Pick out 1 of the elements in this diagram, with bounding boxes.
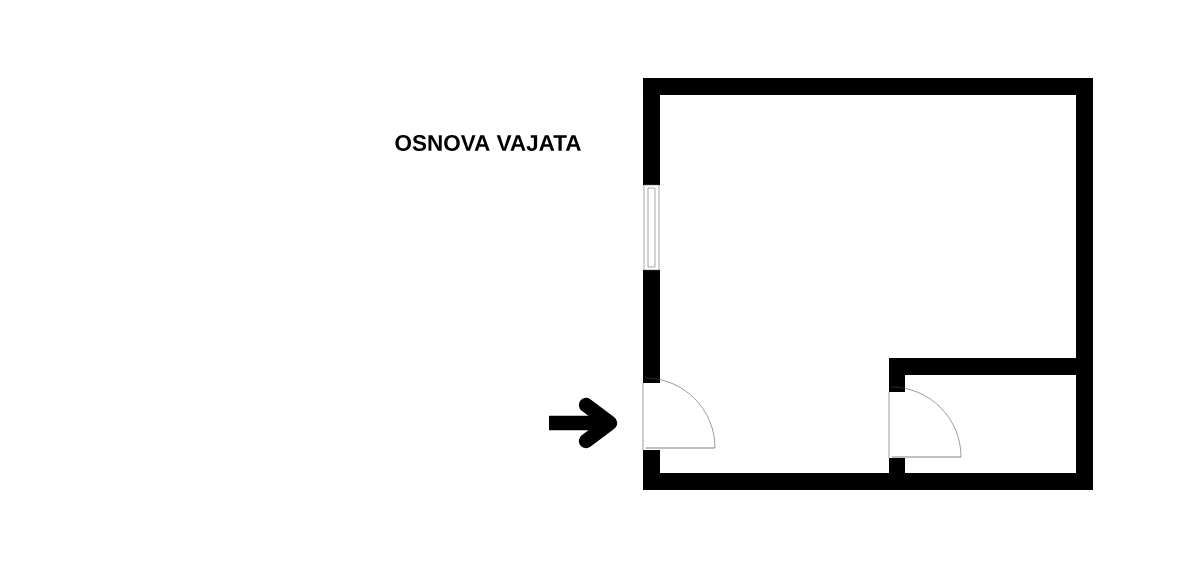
title: OSNOVA VAJATA [395,135,581,151]
